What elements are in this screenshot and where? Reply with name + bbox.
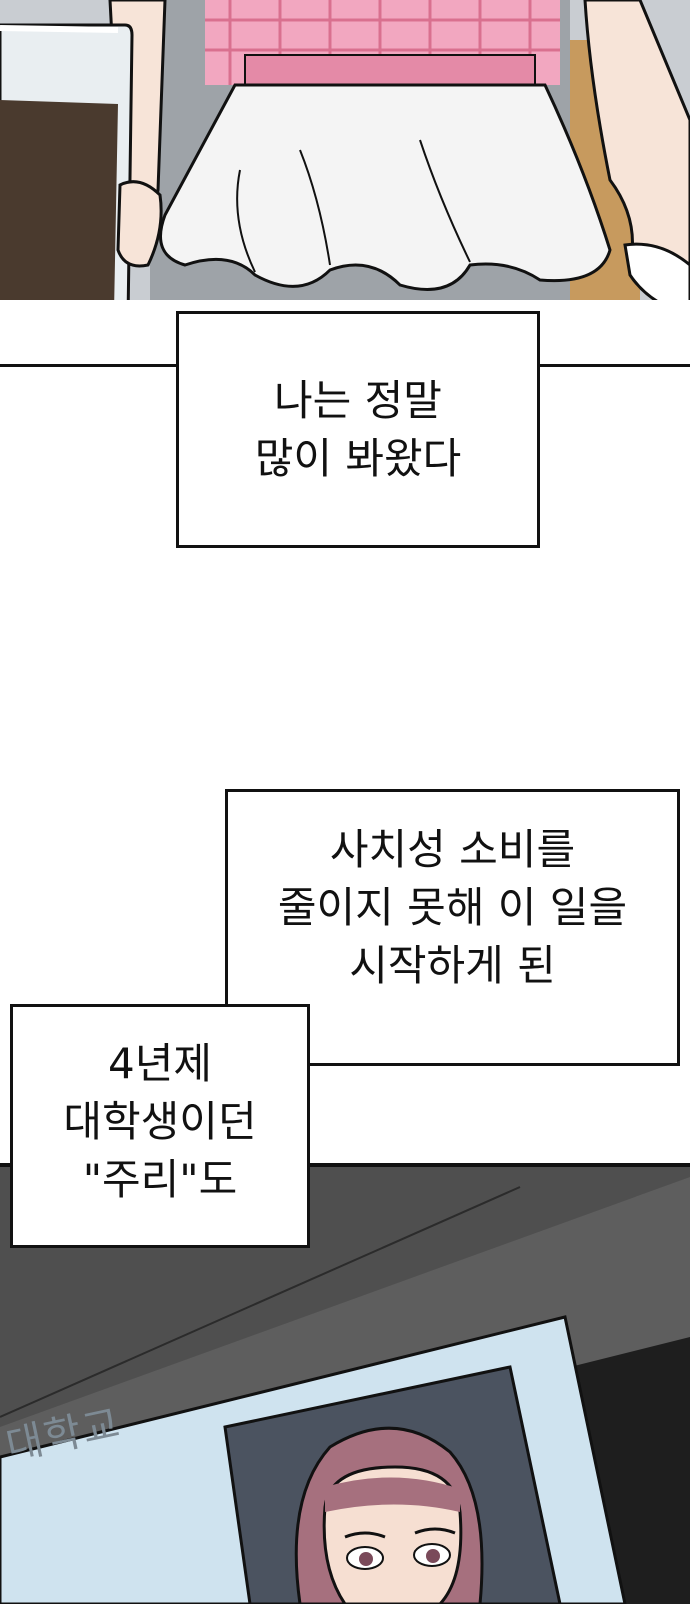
- caption-rule-right: [540, 364, 690, 367]
- id-card-illustration: [0, 1167, 690, 1604]
- coffee-cup: [0, 23, 134, 340]
- caption-rule-left: [0, 364, 176, 367]
- caption-text-third: 4년제 대학생이던 "주리"도: [63, 1039, 257, 1204]
- seated-girl-illustration: [0, 0, 690, 345]
- ruffle-skirt: [159, 83, 612, 291]
- caption-box-third: 4년제 대학생이던 "주리"도: [10, 1004, 310, 1248]
- caption-text-first: 나는 정말 많이 봐왔다: [254, 375, 462, 483]
- plaid-top: [205, 0, 560, 86]
- caption-text-second: 사치성 소비를 줄이지 못해 이 일을 시작하게 된: [277, 824, 628, 990]
- top-panel-illustration: [0, 0, 690, 345]
- caption-box-first: 나는 정말 많이 봐왔다: [176, 311, 540, 548]
